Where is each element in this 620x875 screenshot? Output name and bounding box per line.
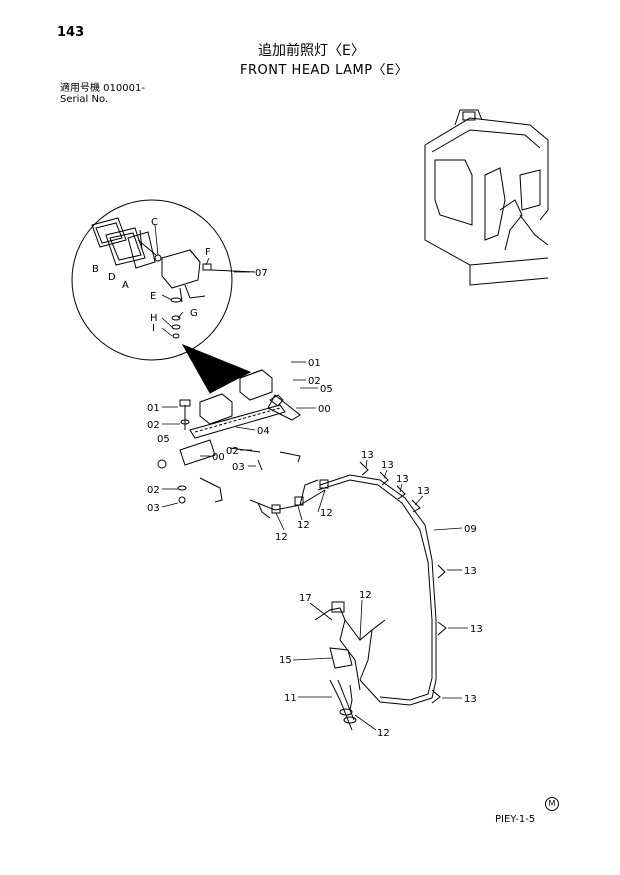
callout-00-upper: 00 [318,404,331,415]
wiring-harness [249,461,447,731]
footer-code: PIEY-1-5 [495,814,536,825]
lamp-detail-circle [71,199,256,361]
footer-mark: M [545,797,559,811]
callout-F: F [205,247,211,258]
callout-01-lower: 01 [147,403,160,414]
callout-09: 09 [464,524,477,535]
callout-13-c: 13 [396,474,409,485]
callout-13-g: 13 [464,694,477,705]
callout-12-b: 12 [297,520,310,531]
callout-17: 17 [299,593,312,604]
callout-05-lower: 05 [157,434,170,445]
detail-leader-wedge [181,344,252,394]
leader-lines [154,224,468,731]
callout-15: 15 [279,655,292,666]
callout-02-upper: 02 [308,376,321,387]
callout-A: A [122,280,129,291]
callout-labels: C F B D A E G H I 07 01 02 05 00 01 02 0… [92,217,483,739]
callout-07: 07 [255,268,268,279]
page-number: 143 [57,25,85,40]
lamp-assembly [157,369,301,504]
callout-11: 11 [284,693,297,704]
callout-12-a: 12 [320,508,333,519]
callout-03-mid: 03 [232,462,245,473]
title-japanese: 追加前照灯〈E〉 [258,43,365,59]
callout-G: G [190,308,198,319]
callout-03-bottom: 03 [147,503,160,514]
cab-illustration [424,109,549,286]
callout-02-lower: 02 [147,420,160,431]
callout-13-e: 13 [464,566,477,577]
callout-13-d: 13 [417,486,430,497]
callout-12-e: 12 [377,728,390,739]
callout-H: H [150,313,158,324]
callout-I: I [152,323,155,334]
serial-label-english: Serial No. [60,94,109,105]
callout-13-f: 13 [470,624,483,635]
callout-E: E [150,291,156,302]
callout-02-bottom: 02 [147,485,160,496]
title-english: FRONT HEAD LAMP〈E〉 [240,63,409,78]
callout-05-upper: 05 [320,384,333,395]
callout-04: 04 [257,426,270,437]
callout-12-c: 12 [275,532,288,543]
callout-13-a: 13 [361,450,374,461]
callout-00-lower: 00 [212,452,225,463]
callout-02-mid: 02 [226,446,239,457]
callout-C: C [151,217,158,228]
callout-D: D [108,272,116,283]
callout-B: B [92,264,99,275]
callout-13-b: 13 [381,460,394,471]
callout-01-upper: 01 [308,358,321,369]
serial-label-japanese: 適用号機 010001- [60,83,145,94]
callout-12-d: 12 [359,590,372,601]
